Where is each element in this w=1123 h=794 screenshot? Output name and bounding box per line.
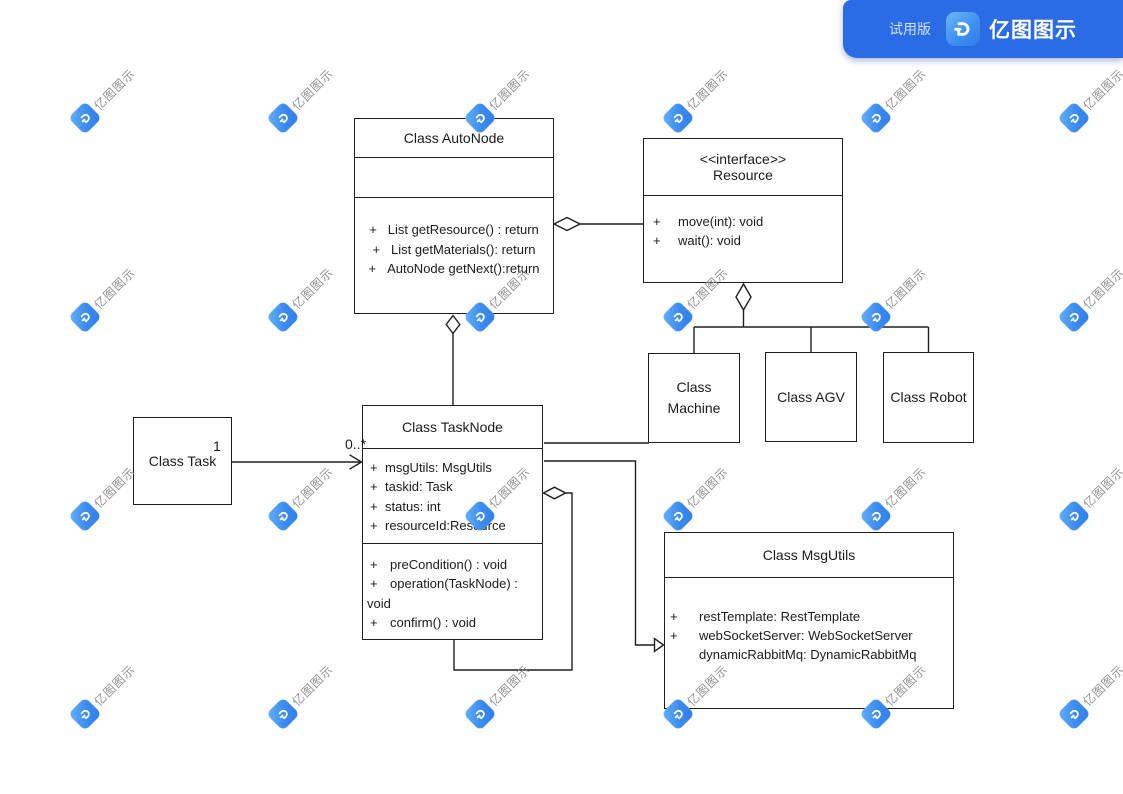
- class-title-text: Class AGV: [777, 388, 845, 405]
- attribute-row: + msgUtils: MsgUtils: [370, 458, 542, 477]
- class-autonode[interactable]: Class AutoNode + List getResource() : re…: [354, 118, 554, 314]
- attribute-text: restTemplate: RestTemplate: [699, 609, 861, 624]
- method-row: + List getResource() : return: [355, 220, 553, 240]
- attribute-row: + resourceId:Resource: [370, 516, 542, 535]
- method-text: void: [367, 595, 391, 611]
- visibility-marker: +: [370, 460, 378, 475]
- attributes-compartment: + msgUtils: MsgUtils + taskid: Task + st…: [363, 449, 542, 544]
- attribute-row: dynamicRabbitMq: DynamicRabbitMq: [670, 645, 953, 664]
- visibility-marker: +: [370, 614, 378, 630]
- connector-tasknode-msgutils[interactable]: [544, 460, 665, 653]
- class-tasknode[interactable]: Class TaskNode + msgUtils: MsgUtils + ta…: [362, 405, 543, 640]
- attribute-row: + taskid: Task: [370, 477, 542, 496]
- class-title-text: Class TaskNode: [402, 419, 503, 435]
- class-msgutils[interactable]: Class MsgUtils + restTemplate: RestTempl…: [664, 532, 954, 709]
- method-text: List getResource() : return: [387, 222, 539, 237]
- edraw-logo-icon: [946, 12, 980, 46]
- attribute-text: status: int: [385, 498, 441, 514]
- aggregation-diamond: [735, 282, 752, 312]
- attribute-text: taskid: Task: [385, 479, 453, 495]
- stereotype-text: <<interface>>: [699, 151, 787, 167]
- attribute-row: + status: int: [370, 497, 542, 516]
- visibility-marker: +: [369, 222, 377, 237]
- attribute-text: dynamicRabbitMq: DynamicRabbitMq: [699, 647, 917, 662]
- class-title-text: Class Machine: [667, 379, 721, 416]
- brand-name: 亿图图示: [989, 19, 1077, 42]
- method-row: + wait(): void: [653, 231, 842, 250]
- multiplicity-label-task-end[interactable]: 1: [213, 438, 221, 454]
- class-title-text: Class Task: [148, 452, 217, 469]
- connector-line: [544, 460, 654, 646]
- connector-autonode-resource[interactable]: [552, 216, 644, 232]
- methods-compartment: + move(int): void + wait(): void: [644, 196, 842, 250]
- attribute-text: webSocketServer: WebSocketServer: [699, 628, 913, 643]
- methods-compartment: + List getResource() : return + List get…: [355, 198, 553, 279]
- visibility-marker: +: [370, 517, 378, 533]
- visibility-marker: +: [653, 233, 661, 248]
- class-title-text: Resource: [713, 167, 773, 183]
- aggregation-diamond: [552, 216, 582, 232]
- interface-resource[interactable]: <<interface>> Resource + move(int): void…: [643, 138, 843, 283]
- visibility-marker: +: [670, 628, 678, 643]
- class-machine[interactable]: Class Machine: [648, 353, 740, 443]
- class-title: Class AutoNode: [355, 119, 553, 158]
- visibility-marker: +: [370, 557, 378, 572]
- class-title-text: Class AutoNode: [403, 130, 505, 146]
- method-row: + AutoNode getNext():return: [355, 259, 553, 279]
- method-text: confirm() : void: [390, 614, 476, 630]
- class-title-text: Class Robot: [890, 389, 967, 405]
- method-text: AutoNode getNext():return: [387, 261, 540, 276]
- visibility-marker: +: [370, 498, 378, 514]
- method-row: void: [367, 594, 542, 613]
- method-row: + confirm() : void: [370, 613, 542, 632]
- class-title-text: Class MsgUtils: [762, 547, 856, 563]
- method-text: wait(): void: [678, 233, 741, 248]
- class-title: Class TaskNode: [363, 406, 542, 449]
- class-agv[interactable]: Class AGV: [765, 352, 857, 442]
- class-task[interactable]: Class Task: [133, 417, 232, 505]
- trial-banner[interactable]: 试用版 亿图图示: [843, 0, 1123, 58]
- class-title: <<interface>> Resource: [644, 139, 842, 196]
- hollow-triangle-arrowhead: [653, 637, 665, 653]
- methods-compartment: + preCondition() : void + operation(Task…: [363, 544, 542, 632]
- attribute-row: + webSocketServer: WebSocketServer: [670, 626, 953, 645]
- class-title: Class MsgUtils: [665, 533, 953, 578]
- method-row: + preCondition() : void: [370, 555, 542, 574]
- connector-tasknode-self[interactable]: [453, 486, 573, 671]
- method-row: + operation(TaskNode) :: [370, 574, 542, 593]
- attribute-text: msgUtils: MsgUtils: [385, 460, 492, 475]
- class-robot[interactable]: Class Robot: [883, 352, 974, 443]
- trial-version-label: 试用版: [889, 21, 931, 37]
- visibility-marker: +: [370, 576, 378, 592]
- attributes-compartment: + restTemplate: RestTemplate + webSocket…: [665, 578, 953, 664]
- connector-autonode-tasknode[interactable]: [445, 314, 461, 407]
- visibility-marker: +: [368, 261, 377, 276]
- open-arrowhead: [349, 454, 363, 470]
- method-text: operation(TaskNode) :: [390, 576, 518, 592]
- visibility-marker: +: [372, 241, 381, 257]
- connector-task-tasknode[interactable]: [232, 454, 363, 470]
- connector-line: [453, 492, 573, 671]
- multiplicity-label-tasknode-end[interactable]: 0..*: [345, 436, 367, 452]
- method-text: move(int): void: [678, 214, 764, 229]
- attribute-text: resourceId:Resource: [385, 517, 506, 533]
- aggregation-diamond: [541, 486, 568, 500]
- method-text: List getMaterials(): return: [391, 241, 536, 257]
- connector-resource-implementations[interactable]: [693, 282, 930, 353]
- aggregation-diamond: [445, 314, 461, 335]
- method-row: + List getMaterials(): return: [355, 240, 553, 260]
- visibility-marker: +: [370, 479, 378, 495]
- method-row: + move(int): void: [653, 212, 842, 231]
- visibility-marker: +: [670, 609, 678, 624]
- visibility-marker: +: [653, 214, 661, 229]
- attributes-compartment: [355, 158, 553, 198]
- method-text: preCondition() : void: [390, 557, 508, 572]
- attribute-row: + restTemplate: RestTemplate: [670, 607, 953, 626]
